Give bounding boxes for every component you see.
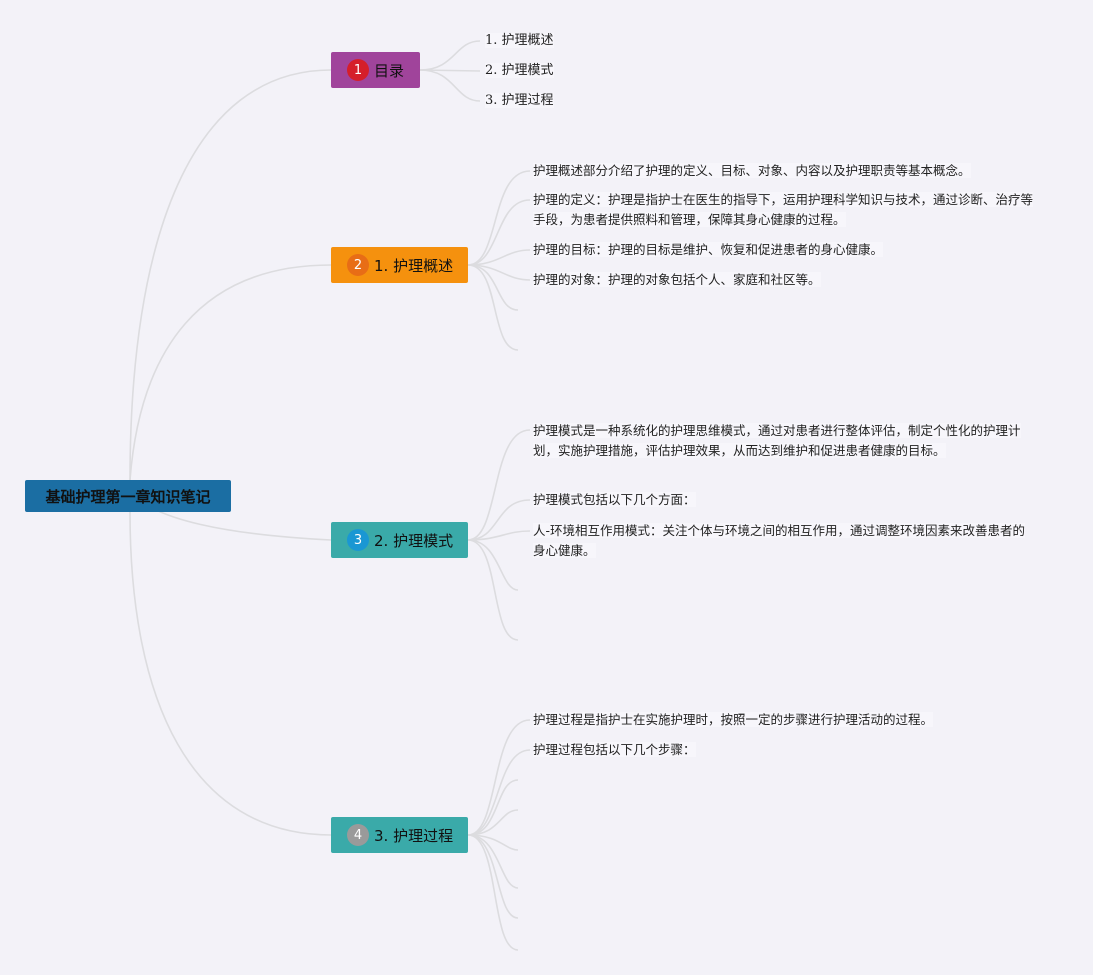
branch-nursing-overview[interactable]: 2 1. 护理概述	[331, 247, 468, 283]
branch-models-label: 2. 护理模式	[374, 531, 454, 550]
badge-3: 3	[347, 529, 369, 551]
edge-root-overview	[129, 264, 332, 481]
models-note-2[interactable]: 护理模式包括以下几个方面：	[533, 492, 696, 507]
branch-overview-label: 1. 护理概述	[374, 256, 454, 275]
overview-note-2[interactable]: 护理的定义：护理是指护士在医生的指导下，运用护理科学知识与技术，通过诊断、治疗等…	[533, 192, 1034, 227]
overview-note-3[interactable]: 护理的目标：护理的目标是维护、恢复和促进患者的身心健康。	[533, 242, 884, 257]
badge-2: 2	[347, 254, 369, 276]
toc-item-3[interactable]: 3. 护理过程	[485, 93, 554, 108]
overview-note-1[interactable]: 护理概述部分介绍了护理的定义、目标、对象、内容以及护理职责等基本概念。	[533, 163, 971, 178]
process-note-2[interactable]: 护理过程包括以下几个步骤：	[533, 742, 696, 757]
root-label: 基础护理第一章知识笔记	[45, 487, 211, 506]
branch-toc[interactable]: 1 目录	[331, 52, 420, 88]
models-note-1[interactable]: 护理模式是一种系统化的护理思维模式，通过对患者进行整体评估，制定个性化的护理计划…	[533, 423, 1021, 458]
root-node[interactable]: 基础护理第一章知识笔记	[25, 480, 231, 512]
badge-1: 1	[347, 59, 369, 81]
models-note-3[interactable]: 人-环境相互作用模式：关注个体与环境之间的相互作用，通过调整环境因素来改善患者的…	[533, 523, 1026, 558]
toc-item-1[interactable]: 1. 护理概述	[485, 33, 554, 48]
branch-toc-label: 目录	[374, 61, 405, 80]
branch-nursing-process[interactable]: 4 3. 护理过程	[331, 817, 468, 853]
toc-item-2[interactable]: 2. 护理模式	[485, 63, 554, 78]
branch-nursing-models[interactable]: 3 2. 护理模式	[331, 522, 468, 558]
badge-4: 4	[347, 824, 369, 846]
process-note-1[interactable]: 护理过程是指护士在实施护理时，按照一定的步骤进行护理活动的过程。	[533, 712, 934, 727]
edge-root-toc	[129, 69, 332, 481]
edge-root-process	[129, 511, 332, 836]
branch-process-label: 3. 护理过程	[374, 826, 454, 845]
overview-note-4[interactable]: 护理的对象：护理的对象包括个人、家庭和社区等。	[533, 272, 821, 287]
